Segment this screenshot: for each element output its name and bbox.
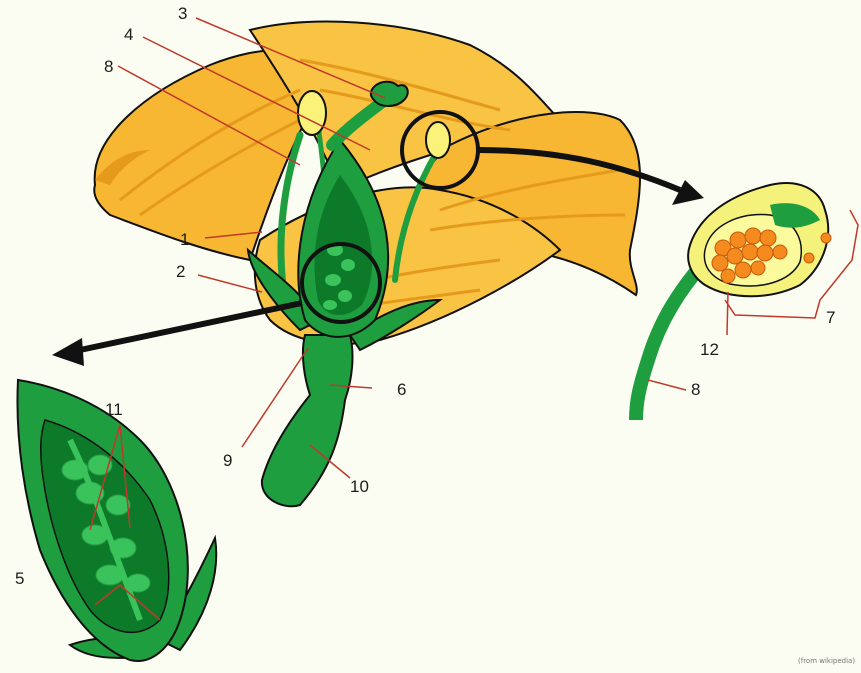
label-1: 1 bbox=[180, 230, 189, 249]
label-7: 7 bbox=[826, 308, 835, 327]
label-6: 6 bbox=[397, 380, 406, 399]
anther-detail bbox=[636, 183, 858, 420]
label-8-right: 8 bbox=[691, 380, 700, 399]
receptacle bbox=[262, 335, 353, 506]
label-12: 12 bbox=[700, 340, 719, 359]
label-4: 4 bbox=[124, 25, 133, 44]
label-3: 3 bbox=[178, 4, 187, 23]
arrow-to-anther-detail-head bbox=[672, 180, 704, 205]
image-credit: (from wikipedia) bbox=[798, 657, 855, 665]
anther-left bbox=[298, 91, 326, 135]
label-2: 2 bbox=[176, 262, 185, 281]
ovary-detail bbox=[17, 380, 216, 661]
label-11: 11 bbox=[105, 400, 123, 419]
arrow-to-ovary-detail bbox=[80, 303, 302, 350]
label-5: 5 bbox=[15, 569, 24, 588]
anther-right bbox=[426, 122, 450, 158]
label-10: 10 bbox=[350, 477, 369, 496]
label-8-top: 8 bbox=[104, 57, 113, 76]
arrow-to-ovary-detail-head bbox=[52, 338, 84, 366]
label-9: 9 bbox=[223, 451, 232, 470]
